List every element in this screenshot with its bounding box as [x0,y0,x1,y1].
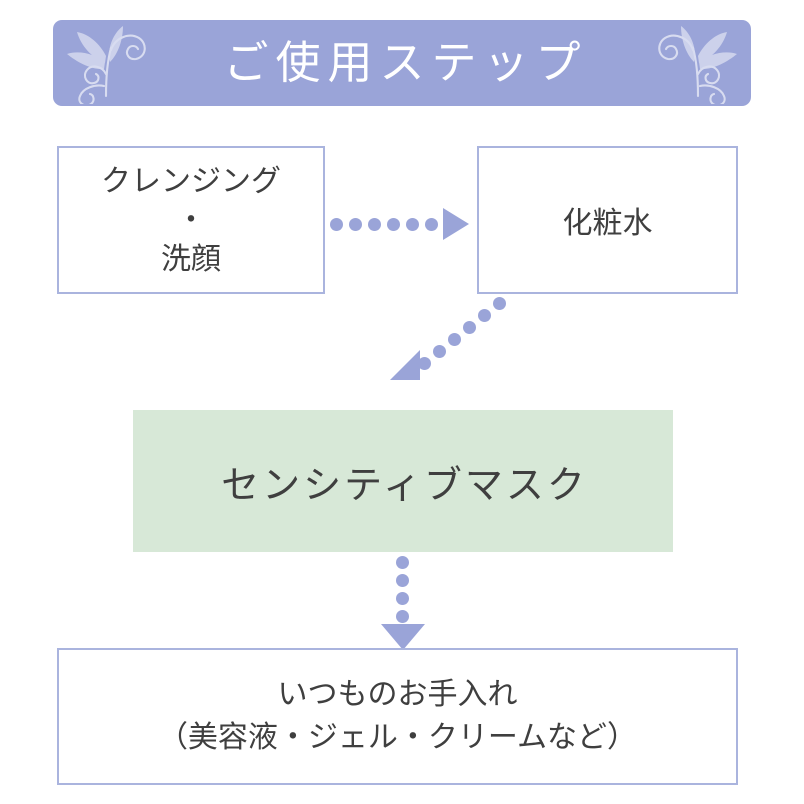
connector-cleansing-to-lotion [330,205,470,245]
step-label-line: （美容液・ジェル・クリームなど） [157,720,638,754]
step-box-cleansing: クレンジング ・ 洗顔 [57,146,325,294]
header-banner: ご使用ステップ [53,20,751,106]
step-box-lotion: 化粧水 [477,146,738,294]
arrowhead-icon [381,624,425,650]
step-label-line: 化粧水 [562,207,653,240]
connector-mask-to-routine [381,556,425,650]
step-label-line: ・ [176,203,206,237]
step-box-routine: いつものお手入れ （美容液・ジェル・クリームなど） [57,648,738,785]
step-label-line: センシティブマスク [221,464,588,507]
step-label-line: クレンジング [101,164,281,198]
connector-lotion-to-mask [385,295,515,395]
step-label-line: いつものお手入れ [277,677,518,711]
step-box-mask: センシティブマスク [133,410,673,552]
floral-flourish-icon [67,26,146,104]
floral-flourish-icon [658,26,737,104]
page-title: ご使用ステップ [223,37,588,88]
arrowhead-icon [443,208,469,240]
step-label-line: 洗顔 [161,242,221,276]
arrowhead-icon [390,350,420,380]
